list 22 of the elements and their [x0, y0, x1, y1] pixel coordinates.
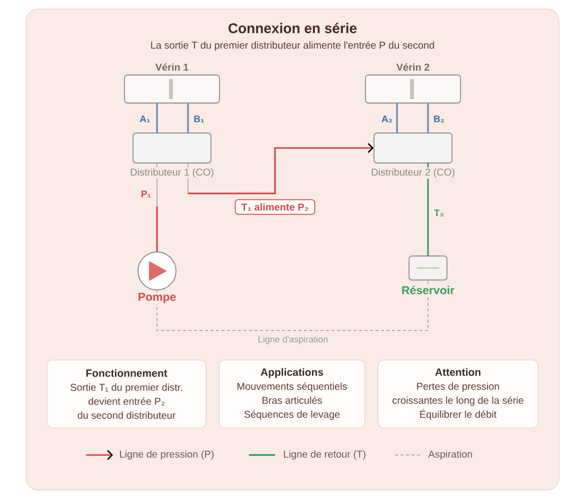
- port-label: T₂: [433, 208, 446, 218]
- legend-text: Ligne de retour (T): [284, 450, 366, 460]
- port-label: B₂: [432, 114, 446, 124]
- valve-box: [374, 132, 452, 164]
- component-label: Distributeur 2 (CO): [370, 167, 456, 179]
- info-card: Attention Pertes de pression croissantes le long de la série Équilibrer le débit: [378, 360, 538, 428]
- title: Connexion en série: [228, 22, 357, 34]
- port-label: P₁: [140, 190, 152, 198]
- component-label: Distributeur 1 (CO): [129, 167, 215, 179]
- cylinder-heading: Vérin 1: [155, 63, 188, 71]
- cylinder-heading: Vérin 2: [396, 63, 430, 71]
- info-card: Applications Mouvements séquentiels Bras articulés Séquences de levage: [218, 360, 366, 428]
- legend-text: Ligne de pression (P): [120, 450, 214, 460]
- legend-text: Aspiration: [428, 450, 472, 460]
- component-label: Réservoir: [400, 284, 456, 296]
- info-card: Fonctionnement Sortie T₁ du premier distr. devient entrée P₂ du second distributeur: [46, 360, 206, 428]
- port-label: A₂: [380, 114, 394, 124]
- edge-label: T₁ alimente P₂: [234, 199, 316, 215]
- port-label: A₁: [138, 114, 152, 124]
- valve-box: [132, 132, 212, 164]
- subtitle: La sortie T du premier distributeur alimente l'entrée P du second: [151, 41, 434, 51]
- port-label: B₁: [192, 114, 206, 124]
